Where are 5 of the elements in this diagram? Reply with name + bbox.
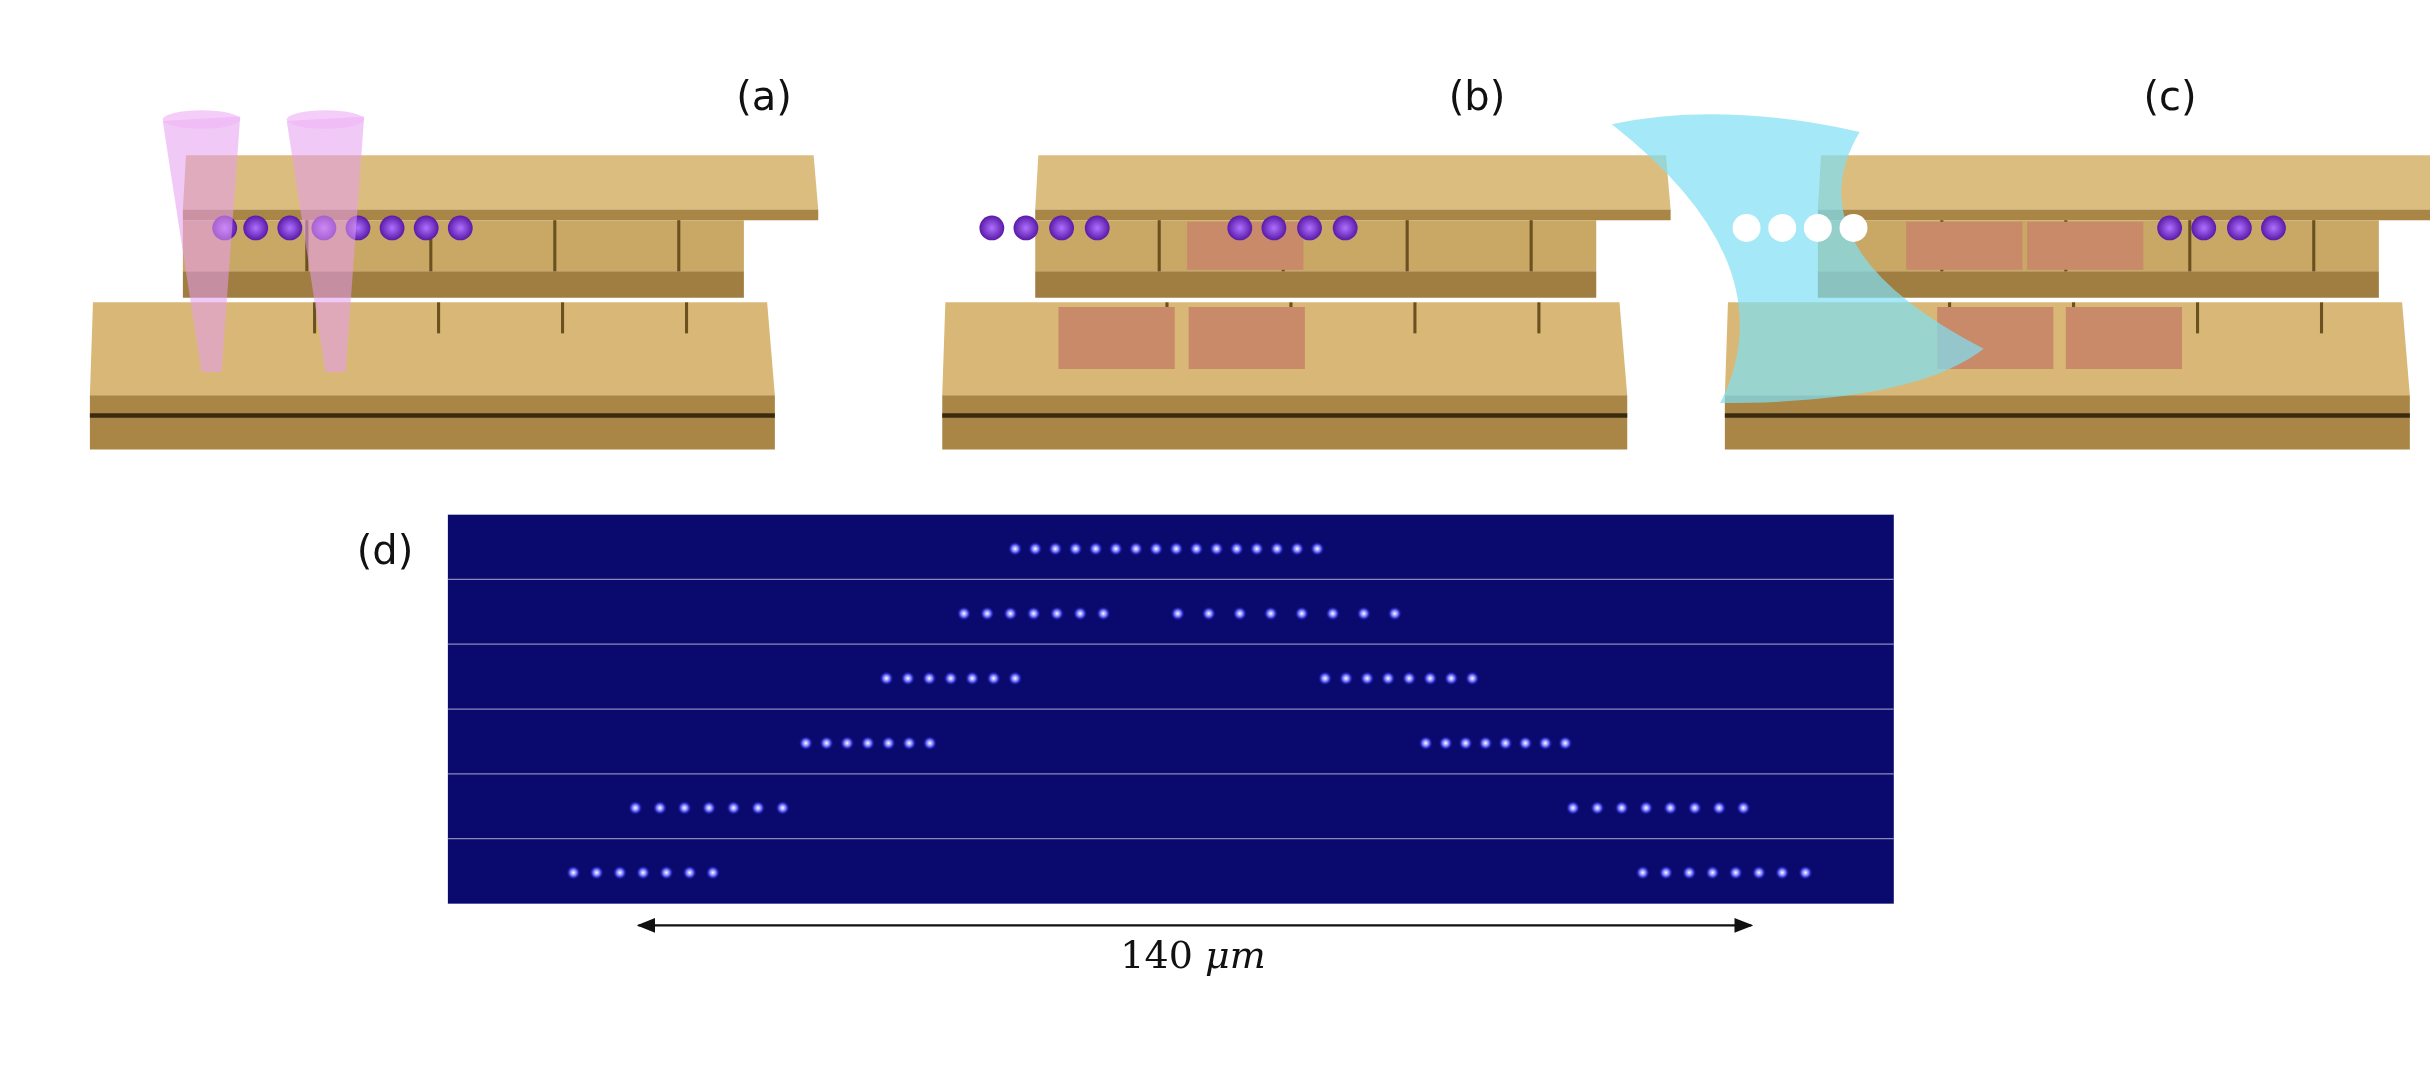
panel-label: (b) [1448,73,1506,119]
panel-label: (a) [736,73,792,119]
dimension-label: 140 μm [1120,933,1266,977]
panel-label: (c) [2143,73,2197,119]
panel-label: (d) [356,527,414,573]
